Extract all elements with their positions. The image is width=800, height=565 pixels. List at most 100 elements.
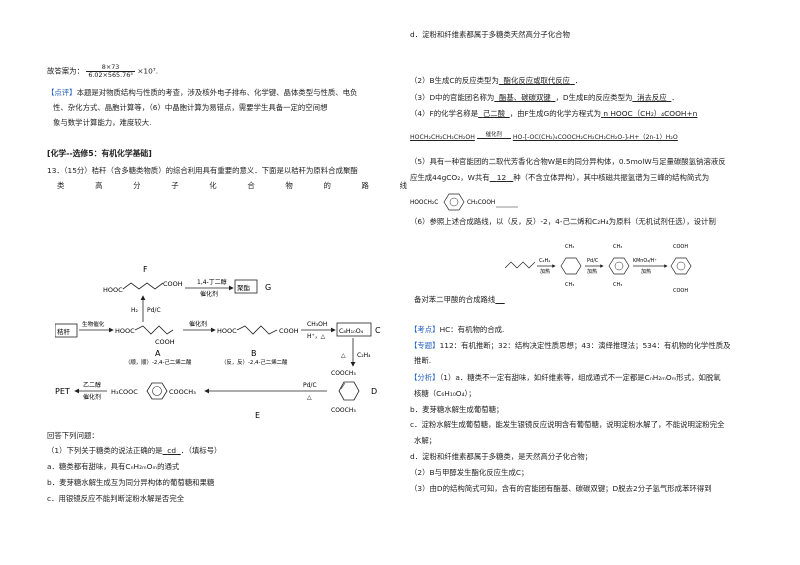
c2h4-label: C₂H₄ [357, 352, 371, 359]
jiegan-box [55, 323, 78, 338]
f-cooh: COOH [163, 280, 183, 288]
d-cooch3-top: COOCH₃ [331, 370, 356, 377]
q1-answer: cd [167, 446, 177, 455]
a-chain [134, 325, 174, 335]
option-c: c．用银镜反应不能判断淀粉水解是否完全 [47, 494, 185, 503]
q2-answer: 酯化反应或取代反应 [503, 76, 571, 85]
h-heat-label: H⁺，△ [307, 333, 326, 340]
svg-text:CH₃: CH₃ [565, 282, 574, 288]
svg-text:COOH: COOH [673, 288, 688, 294]
w-right: CH₂COOH [467, 200, 495, 206]
f-hooc: HOOC [103, 286, 123, 294]
pdc2-label: Pd/C [303, 382, 317, 389]
q4-line: （4）F的化学名称是 己二酸 ，由F生成G的化学方程式为 n HOOC（CH₂）… [410, 109, 698, 118]
q5-line-1: （5）具有一种官能团的二取代芳香化合物W是E的同分异构体，0.5molW与足量碳… [410, 157, 726, 166]
comment-line-3: 象与数学计算能力，难度较大. [53, 118, 152, 127]
q6-line-2: 备对苯二甲酸的合成路线 [414, 295, 496, 304]
catalyst-pet: 催化剂 [83, 393, 101, 401]
svg-text:COOH: COOH [673, 244, 688, 250]
c-box [336, 322, 372, 337]
q6-synthesis-route: C₂H₄ 加热 CH₃ CH₃ Pd/C 加热 CH₃ CH₃ KMnO₄/H⁺… [505, 244, 692, 294]
d-cooch3-bot: COOCH₃ [331, 407, 356, 414]
juzhi-label: 聚酯 [237, 284, 251, 292]
option-d: d．淀粉和纤维素都属于多糖类天然高分子化合物 [410, 30, 570, 39]
juzhi-box [234, 279, 258, 294]
q1-line: （1）下列关于糖类的说法正确的是 cd ．（填标号） [47, 446, 222, 455]
svg-text:Pd/C: Pd/C [587, 258, 599, 264]
q2-line: （2）B生成C的反应类型为 酯化反应或取代反应 ． [410, 76, 583, 85]
h2-label: H₂ [131, 307, 139, 314]
q6-line-1: （6）参照上述合成路线，以（反，反）-2，4-己二烯和C₂H₄为原料（无机试剂任… [410, 217, 716, 226]
q3-answer-2: 消去反应 [637, 93, 667, 102]
section-title: [化学--选修5：有机化学基础] [47, 149, 152, 158]
answer-line: 故答案为： 8×73 6.02×565.76³ ×10⁷. [47, 63, 159, 80]
q5-line-2: 应生成44gCO₂，W共有 12 种（不含立体异构），其中核磁共振氢谱为三峰的结… [410, 173, 710, 182]
option-a: a．糖类都有甜味，具有CₙH₂ₘOₘ的通式 [47, 462, 180, 471]
comment-tag: 【点评】 [47, 88, 77, 97]
answer-fraction: 8×73 6.02×565.76³ [86, 63, 135, 80]
q4-answer: 己二酸 [482, 109, 505, 118]
xylene-ring [608, 257, 630, 275]
answer-label: 故答案为： [47, 66, 84, 76]
svg-text:CH₃: CH₃ [565, 244, 574, 250]
fenxi-2: （2）B与甲醇发生酯化反应生成C； [410, 468, 529, 477]
f-chain [122, 282, 164, 290]
fenxi-3: （3）由D的结构简式可知，含有的官能团有酯基、碳碳双键；D脱去2分子氢气形成苯环… [410, 484, 712, 493]
a-note: （顺，顺）-2,4-己二烯二酸 [125, 358, 192, 366]
hexadiene [505, 261, 536, 269]
a-cooh: COOH [155, 338, 175, 346]
label-E: E [255, 411, 260, 420]
cyclohexene-ring [560, 257, 582, 275]
label-B: B [251, 349, 257, 358]
d-ring [338, 381, 360, 401]
zhuanti-line-2: 推断. [414, 356, 432, 365]
q3-line: （3）D中的官能团名称为 酯基、碳碳双键 ，D生成E的反应类型为 消去反应 ． [410, 93, 679, 102]
label-A: A [155, 349, 161, 358]
questions-intro: 回答下列问题： [47, 431, 99, 440]
butanediol: 1,4-丁二醇 [197, 278, 227, 286]
triangle-label: △ [341, 352, 346, 359]
label-PET: PET [55, 387, 70, 396]
e-cooch3: COOCH₃ [169, 388, 196, 396]
fenxi-line-2: 核糖（C₆H₁₀O₄）； [414, 389, 476, 398]
jiegan-label: 秸秆 [57, 327, 71, 336]
svg-text:加热: 加热 [540, 268, 550, 275]
terephthalic-ring [670, 257, 692, 275]
ch3oh-label: CH₃OH [307, 321, 327, 328]
bio-catalysis: 生物催化 [82, 320, 105, 328]
fenxi-c-2: 水解； [414, 436, 437, 445]
e-benzene-ring [146, 382, 168, 400]
label-C: C [375, 326, 381, 335]
q4-equation: HOCH₂CH₂CH₂CH₂OH 催化剂 HO-[-OC(CH₂)₄COOCH₂… [410, 132, 678, 141]
q13-line-2: 类 高 分 子 化 合 物 的 路 线 [57, 181, 407, 190]
b-hooc: HOOC [217, 327, 237, 335]
fenxi-d: d．淀粉和纤维素都属于多糖类，是天然高分子化合物； [410, 452, 593, 461]
svg-text:KMnO₄/H⁺: KMnO₄/H⁺ [633, 258, 657, 264]
comment-line-2: 性、杂化方式、晶胞计算等，（6）中晶胞计算为易错点，需要学生具备一定的空间想 [53, 103, 328, 112]
svg-text:加热: 加热 [641, 268, 651, 275]
label-F: F [143, 265, 148, 274]
w-left: HOOCH₂C [410, 200, 438, 206]
svg-text:CH₃: CH₃ [613, 282, 622, 288]
c-formula: C₈H₁₀O₄ [339, 328, 364, 335]
kaodian-line: 【考点】HC：有机物的合成. [410, 325, 505, 334]
svg-text:加热: 加热 [587, 268, 597, 275]
b-cooh: COOH [279, 327, 299, 335]
svg-text:C₂H₄: C₂H₄ [539, 258, 550, 264]
heat2-label: △ [307, 394, 312, 401]
svg-text:CH₃: CH₃ [613, 244, 622, 250]
q4-catalyst-arrow: 催化剂 [476, 132, 511, 140]
fenxi-b: b．麦芽糖水解生成葡萄糖； [410, 405, 504, 414]
comment-line-1: 【点评】本题是对物质结构与性质的考查，涉及核外电子排布、化学键、晶体类型与性质、… [47, 88, 358, 97]
catalyst-ab: 催化剂 [189, 320, 207, 328]
q4-answer-2: n HOOC（CH₂）₄COOH+n [603, 109, 698, 118]
label-D: D [371, 387, 377, 396]
fenxi-c-1: c．淀粉水解生成葡萄糖，能发生银镜反应说明含有葡萄糖，说明淀粉水解了，不能说明淀… [410, 420, 725, 429]
w-structure: HOOCH₂C CH₂COOH [410, 193, 518, 211]
q3-answer-1: 酯基、碳碳双键 [499, 93, 551, 102]
label-G: G [265, 283, 271, 292]
option-b: b．麦芽糖水解生成互为同分异构体的葡萄糖和果糖 [47, 478, 215, 487]
e-h3cooc: H₃COOC [111, 388, 138, 396]
catalyst-fg: 催化剂 [200, 290, 218, 298]
zhuanti-line-1: 【专题】112：有机推断；32：结构决定性质思想；43：演绎推理法；534：有机… [410, 341, 731, 350]
